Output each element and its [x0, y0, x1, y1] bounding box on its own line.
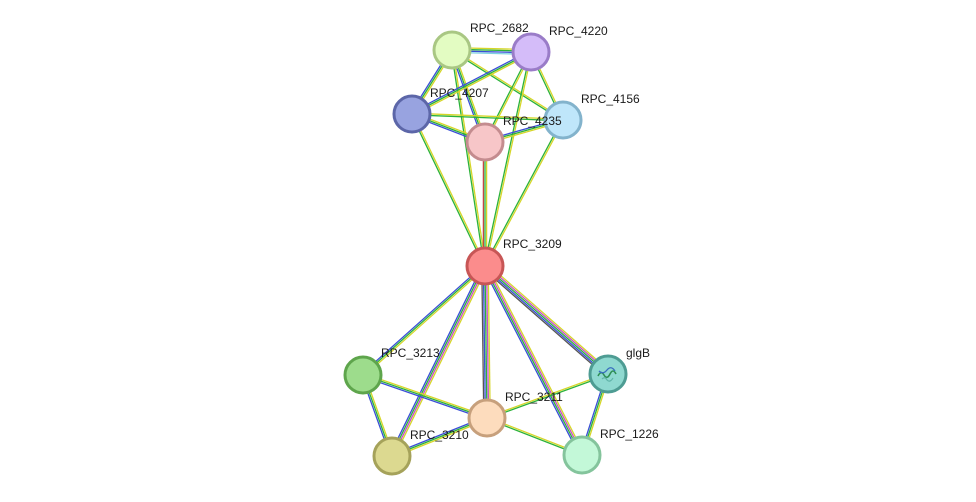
node-RPC_3213-label: RPC_3213: [381, 346, 440, 360]
edge-line: [486, 264, 585, 455]
edge-RPC_3209-RPC_3210: [389, 264, 488, 458]
edge-RPC_4220-RPC_4207: [410, 50, 533, 116]
edge-line: [362, 374, 488, 419]
edge-line: [485, 52, 533, 267]
node-RPC_4156-label: RPC_4156: [581, 92, 640, 106]
node-RPC_2682-label: RPC_2682: [470, 21, 529, 35]
node-RPC_1226[interactable]: RPC_1226: [562, 427, 659, 475]
node-RPC_3211-label: RPC_3211: [505, 390, 563, 404]
node-RPC_4220-circle[interactable]: [511, 32, 551, 72]
edge-line: [452, 49, 487, 266]
node-RPC_4207[interactable]: RPC_4207: [392, 86, 489, 134]
node-RPC_4235[interactable]: RPC_4235: [465, 114, 562, 162]
edge-line: [362, 375, 487, 421]
edge-line: [389, 264, 484, 456]
edge-line: [411, 114, 563, 122]
node-RPC_3213[interactable]: RPC_3213: [343, 346, 440, 395]
edge-line: [484, 265, 609, 375]
node-RPC_3210[interactable]: RPC_3210: [372, 428, 469, 476]
node-RPC_4156-circle[interactable]: [543, 100, 583, 140]
edge-line: [483, 266, 582, 456]
edge-line: [363, 372, 488, 418]
node-RPC_3209-circle[interactable]: [465, 246, 505, 286]
edge-line: [362, 265, 486, 376]
edge-line: [483, 119, 563, 266]
edge-line: [482, 266, 581, 457]
edge-RPC_3209-RPC_3213: [361, 264, 487, 377]
node-RPC_4220[interactable]: RPC_4220: [511, 24, 608, 72]
node-RPC_4235-circle[interactable]: [465, 122, 505, 162]
node-RPC_3210-label: RPC_3210: [410, 428, 469, 442]
edge-line: [485, 120, 565, 267]
edge-RPC_2682-RPC_4156: [451, 48, 564, 122]
edge-RPC_3213-RPC_3211: [362, 372, 488, 421]
node-RPC_4220-label: RPC_4220: [549, 24, 608, 38]
edge-RPC_3209-RPC_3211: [481, 265, 491, 419]
edge-RPC_3211-glgB: [486, 372, 609, 420]
edge-line: [361, 264, 485, 375]
node-glgB-label: glgB: [626, 346, 650, 360]
edge-line: [482, 267, 607, 377]
edge-RPC_4207-RPC_4156: [411, 112, 564, 122]
node-RPC_1226-label: RPC_1226: [600, 427, 659, 441]
edge-line: [483, 51, 531, 266]
edge-line: [484, 265, 488, 419]
edge-line: [392, 266, 487, 457]
node-RPC_3211[interactable]: RPC_3211: [467, 390, 563, 438]
edge-line: [485, 265, 584, 455]
edge-line: [486, 372, 608, 418]
node-RPC_3209[interactable]: RPC_3209: [465, 237, 562, 286]
protein-structure-icon: [597, 367, 617, 382]
edge-RPC_2682-RPC_3209: [450, 49, 487, 267]
node-RPC_2682[interactable]: RPC_2682: [432, 21, 529, 70]
edge-line: [412, 113, 487, 266]
edge-line: [481, 266, 485, 419]
nodes-layer: RPC_2682 RPC_4220 RPC_4207 RPC_4156 RPC_…: [343, 21, 659, 476]
node-RPC_3209-label: RPC_3209: [503, 237, 562, 251]
node-RPC_3211-circle[interactable]: [467, 398, 507, 438]
edge-line: [410, 114, 485, 267]
edge-RPC_3209-glgB: [482, 263, 611, 377]
edge-line: [450, 50, 485, 267]
edge-line: [483, 266, 608, 376]
edge-line: [390, 265, 485, 456]
edge-line: [486, 263, 611, 373]
node-glgB[interactable]: glgB: [588, 346, 650, 394]
edge-line: [393, 266, 488, 458]
edge-RPC_4207-RPC_3209: [410, 113, 487, 267]
node-RPC_1226-circle[interactable]: [562, 435, 602, 475]
edge-line: [411, 51, 532, 115]
edge-line: [451, 50, 563, 122]
node-RPC_3210-circle[interactable]: [372, 436, 412, 476]
node-glgB-circle[interactable]: [588, 354, 628, 394]
edge-line: [363, 266, 487, 377]
edge-line: [485, 264, 610, 374]
edge-RPC_3209-RPC_1226: [482, 264, 585, 457]
edge-line: [487, 265, 491, 418]
edge-line: [485, 265, 490, 418]
node-RPC_3213-circle[interactable]: [343, 355, 383, 395]
edge-line: [410, 50, 531, 114]
edge-line: [412, 52, 533, 116]
edge-line: [412, 112, 564, 120]
edge-RPC_4220-RPC_3209: [483, 51, 533, 267]
edge-RPC_4235-RPC_3209: [482, 142, 488, 266]
node-RPC_4235-label: RPC_4235: [503, 114, 562, 128]
node-RPC_4207-circle[interactable]: [392, 94, 432, 134]
edge-line: [482, 266, 487, 419]
node-RPC_4207-label: RPC_4207: [430, 86, 489, 100]
node-RPC_4156[interactable]: RPC_4156: [543, 92, 640, 140]
node-RPC_2682-circle[interactable]: [432, 30, 472, 70]
edge-line: [487, 374, 609, 420]
edge-line: [452, 48, 564, 120]
edge-RPC_4156-RPC_3209: [483, 119, 565, 267]
